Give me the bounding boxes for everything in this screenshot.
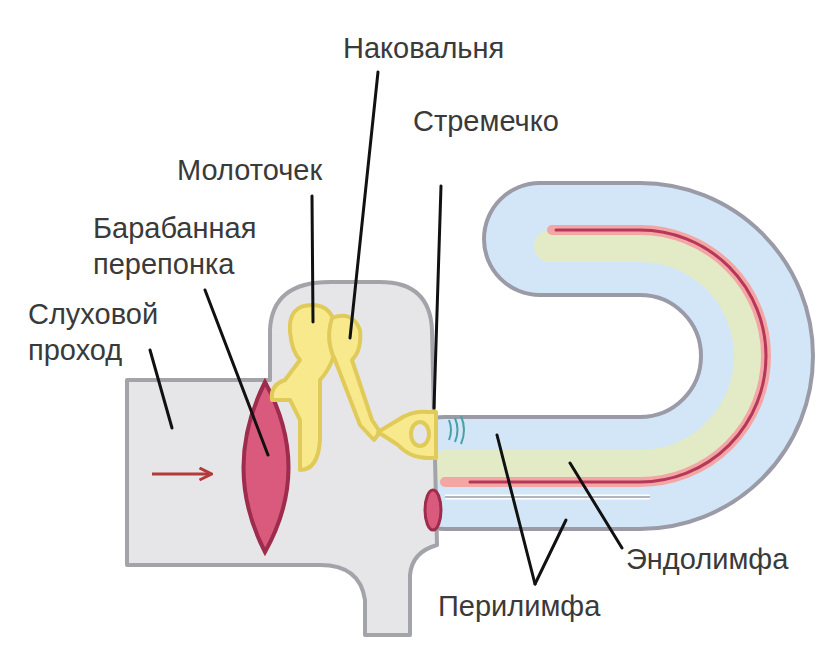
- part-label: Барабанная перепонка: [93, 210, 293, 282]
- leader-line: [434, 186, 441, 408]
- scala-separator-edge: [445, 496, 650, 498]
- leader-line: [312, 196, 313, 322]
- round-window: [425, 490, 441, 530]
- stapes: [378, 412, 436, 458]
- cochlea-outline: [445, 239, 757, 473]
- vibration-waves: [449, 416, 464, 444]
- sound-arrow: [152, 473, 210, 476]
- part-label: Стремечко: [413, 103, 673, 139]
- malleus: [272, 305, 336, 470]
- part-label: Слуховой проход: [28, 296, 208, 368]
- cochlea: [445, 230, 766, 497]
- part-label: Эндолимфа: [626, 541, 826, 577]
- ear-cavity: [127, 282, 437, 635]
- incus: [329, 316, 380, 440]
- part-label: Наковальня: [343, 30, 603, 66]
- leader-line: [150, 350, 172, 428]
- stapes-hole: [411, 422, 429, 446]
- leader-line: [497, 435, 535, 584]
- leader-lines: [150, 72, 622, 584]
- part-label: Молоточек: [177, 152, 437, 188]
- leader-line: [570, 463, 622, 548]
- perilymph-fill: [445, 239, 757, 473]
- basilar-band: [445, 230, 766, 482]
- ossicles: [272, 305, 436, 470]
- scala-separator: [445, 495, 650, 500]
- part-label: Перилимфа: [438, 588, 698, 624]
- basilar-line: [470, 230, 766, 482]
- endolymph-duct: [445, 246, 750, 466]
- leader-line: [535, 520, 566, 584]
- leader-line: [205, 290, 268, 455]
- leader-line: [350, 72, 378, 338]
